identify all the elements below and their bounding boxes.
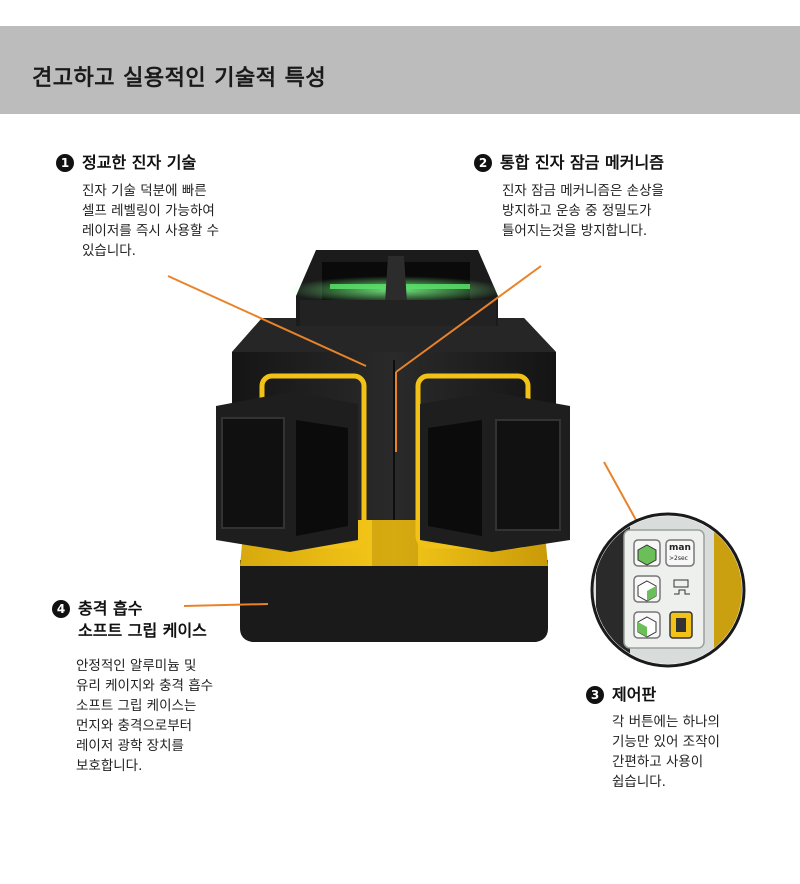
feature-1-number-badge: 1 bbox=[56, 154, 74, 172]
feature-4-title-line-2: 소프트 그립 케이스 bbox=[78, 621, 207, 640]
feature-3-title: 3 제어판 bbox=[586, 684, 656, 706]
feature-4-title-line-1: 충격 흡수 bbox=[78, 599, 143, 618]
feature-1-description: 진자 기술 덕분에 빠른 셀프 레벨링이 가능하여 레이저를 즉시 사용할 수 … bbox=[82, 183, 220, 259]
base-bumper bbox=[240, 560, 548, 642]
feature-2-title-line: 통합 진자 잠금 메커니즘 bbox=[500, 153, 664, 172]
callout-line-4 bbox=[183, 603, 269, 607]
timer-label: >2sec bbox=[669, 555, 688, 562]
feature-2-title: 2 통합 진자 잠금 메커니즘 bbox=[474, 152, 664, 174]
feature-1-title: 1 정교한 진자 기술 bbox=[56, 152, 196, 174]
header-band: 견고하고 실용적인 기술적 특성 bbox=[0, 26, 800, 114]
callout-line-1 bbox=[167, 275, 367, 367]
callout-line-2 bbox=[395, 265, 542, 373]
feature-4-title: 4 충격 흡수 소프트 그립 케이스 bbox=[52, 598, 207, 642]
page-title: 견고하고 실용적인 기술적 특성 bbox=[32, 66, 327, 91]
feature-4-description: 안정적인 알루미늄 및 유리 케이지와 충격 흡수 소프트 그립 케이스는 먼지… bbox=[76, 658, 214, 774]
feature-1-title-line: 정교한 진자 기술 bbox=[82, 153, 197, 172]
callout-line-3 bbox=[603, 461, 637, 521]
feature-3-description: 각 버튼에는 하나의 기능만 있어 조작이 간편하고 사용이 쉽습니다. bbox=[612, 714, 720, 790]
feature-2-description: 진자 잠금 메커니즘은 손상을 방지하고 운송 중 정밀도가 틀어지는것을 방지… bbox=[502, 183, 664, 239]
man-button-label: man bbox=[669, 543, 691, 553]
feature-3-title-line: 제어판 bbox=[612, 685, 657, 704]
feature-3-number-badge: 3 bbox=[586, 686, 604, 704]
feature-2-number-badge: 2 bbox=[474, 154, 492, 172]
feature-4-number-badge: 4 bbox=[52, 600, 70, 618]
